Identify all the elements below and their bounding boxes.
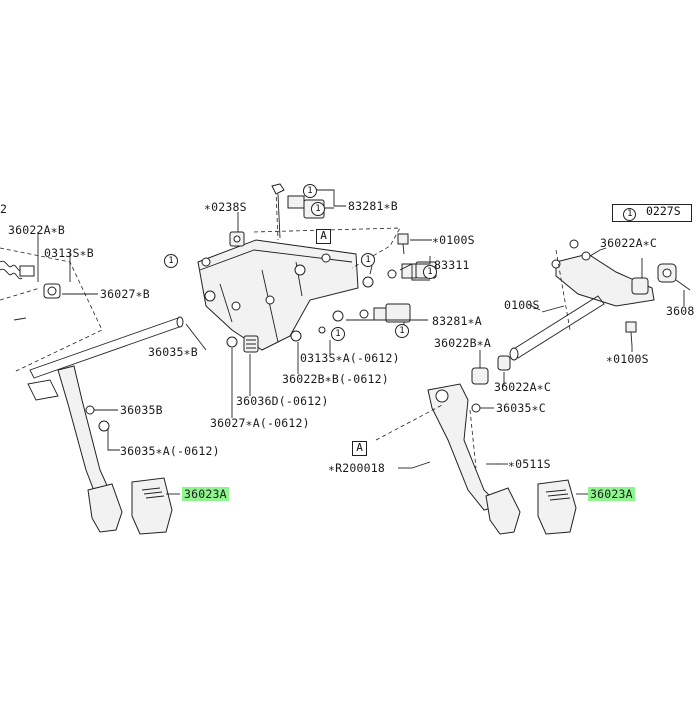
left-small-bolt <box>13 317 27 321</box>
clip-0313S-A <box>318 326 326 334</box>
pin-R200018 <box>411 461 431 469</box>
circle-1-0313S: 1 <box>331 327 345 341</box>
label-0100S-top: ∗0100S <box>432 233 475 247</box>
left-pad-cover <box>131 477 173 535</box>
label-36022B-A: 36022B∗A <box>434 336 491 350</box>
bolt-0100S-bottom <box>625 321 637 347</box>
center-clip-1 <box>201 257 211 267</box>
circle-1-0238S: 1 <box>164 254 178 268</box>
right-shaft-end <box>509 347 519 361</box>
label-36022B-B: 36022B∗B(-0612) <box>282 372 389 386</box>
right-dashed-to-A <box>375 403 445 441</box>
label-36035B: 36035B <box>120 403 163 417</box>
left-shaft-end <box>176 316 184 328</box>
ref-box-label: 0227S <box>646 204 681 218</box>
collar-36022B-A <box>471 367 489 385</box>
bolt-0100S-mid <box>541 305 565 313</box>
label-0238S: ∗0238S <box>204 200 247 214</box>
right-pad-cover <box>537 479 577 535</box>
marker-A-bottom: A <box>352 441 367 456</box>
left-dashed-frame <box>0 247 103 373</box>
nut-0238S <box>229 231 245 247</box>
label-3608: 3608 <box>666 304 695 318</box>
collar-36022A-C <box>497 355 511 371</box>
left-pedal-pad <box>87 483 123 533</box>
label-36023A-left: 36023A <box>182 487 229 501</box>
label-36035-B-star: 36035∗B <box>148 345 198 359</box>
circle-1-83311-top: 1 <box>361 253 375 267</box>
circle-1-83281B-bottom: 1 <box>311 202 325 216</box>
right-side-bracket-3608 <box>657 263 691 291</box>
label-36027-B: 36027∗B <box>100 287 150 301</box>
collar-36022B-B <box>290 330 302 342</box>
right-pedal-arm <box>427 383 501 511</box>
left-arm-bracket <box>27 379 59 401</box>
bolt-0100S-top <box>397 233 409 255</box>
label-0511S: ∗0511S <box>508 457 551 471</box>
right-arm-pivot <box>435 389 449 403</box>
left-dashed-leader <box>0 287 41 301</box>
label-0313S-A: 0313S∗A(-0612) <box>300 351 400 365</box>
center-top-bolt <box>271 183 285 239</box>
label-36022A-C2: 36022A∗C <box>494 380 551 394</box>
label-0100S-bottom: ∗0100S <box>606 352 649 366</box>
label-36035-C: 36035∗C <box>496 401 546 415</box>
marker-A-top: A <box>316 229 331 244</box>
bushing-36027A <box>226 336 238 348</box>
label-83281-B: 83281∗B <box>348 199 398 213</box>
label-83311: 83311 <box>434 258 470 272</box>
label-36023A-right: 36023A <box>588 487 635 501</box>
left-bushing-36027 <box>43 283 61 299</box>
label-0313S-B: 0313S∗B <box>44 246 94 260</box>
ref-box-0227S: 1 0227S <box>612 204 692 222</box>
label-0100S-mid: 0100S <box>504 298 540 312</box>
label-36036D: 36036D(-0612) <box>236 394 329 408</box>
circle-1-83311-right: 1 <box>423 265 437 279</box>
right-pedal-pad <box>485 487 521 535</box>
center-grommet <box>362 276 374 288</box>
label-2: 2 <box>0 202 8 216</box>
right-dashed-arm <box>469 409 477 469</box>
right-pad-texture <box>545 489 571 501</box>
label-36022A-B: 36022A∗B <box>8 223 65 237</box>
label-36027-A: 36027∗A(-0612) <box>210 416 310 430</box>
right-stopper-36035C <box>471 403 481 413</box>
switch-83281A <box>332 303 411 323</box>
left-stopper-36035A <box>98 420 110 432</box>
circle-1-83281B-top: 1 <box>303 184 317 198</box>
label-36035-A: 36035∗A(-0612) <box>120 444 220 458</box>
left-return-spring <box>0 260 35 280</box>
bushing-36036D <box>243 335 259 353</box>
center-dashed-leader <box>275 189 279 241</box>
label-36022A-C: 36022A∗C <box>600 236 657 250</box>
label-R200018: ∗R200018 <box>328 461 385 475</box>
label-83281-A: 83281∗A <box>432 314 482 328</box>
left-stopper-36035B <box>85 405 95 415</box>
ref-circle-1: 1 <box>623 208 637 221</box>
circle-1-83281A-right: 1 <box>395 324 409 338</box>
center-pedal-bracket <box>197 239 359 351</box>
left-pad-texture <box>141 487 165 499</box>
